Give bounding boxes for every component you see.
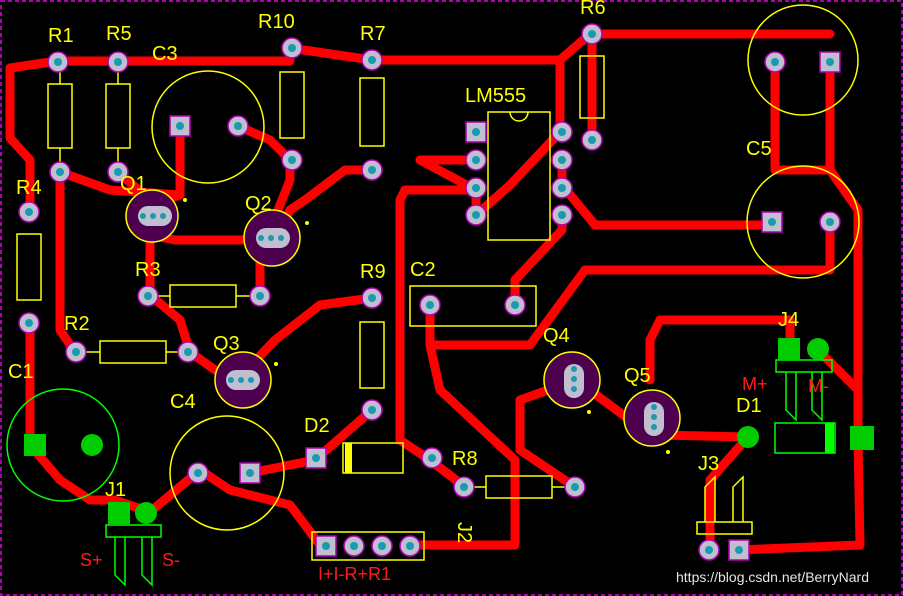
- label-c4: C4: [170, 391, 196, 413]
- label-q3: Q3: [213, 333, 240, 355]
- pads: [18, 23, 874, 561]
- label-m-plus: M+: [742, 374, 768, 394]
- capacitor-c3-outline: [151, 70, 265, 184]
- label-q5: Q5: [624, 365, 651, 387]
- capacitor-c4-outline: [169, 415, 285, 531]
- label-r1: R1: [48, 25, 74, 47]
- label-r8: R8: [452, 448, 478, 470]
- capacitor-c2-outline: [409, 285, 537, 327]
- label-j2: J2: [453, 522, 475, 543]
- header-j2-outline: [311, 531, 425, 561]
- label-r2: R2: [64, 313, 90, 335]
- label-lm555: LM555: [465, 85, 526, 107]
- label-c3: C3: [152, 43, 178, 65]
- label-c5: C5: [746, 138, 772, 160]
- diode-d2: [342, 442, 404, 474]
- label-r3: R3: [135, 259, 161, 281]
- copper-traces: [5, 29, 865, 555]
- resistor-r5: [105, 62, 131, 172]
- header-j3: [696, 475, 753, 535]
- resistor-r6: [579, 55, 605, 119]
- label-q4: Q4: [543, 325, 570, 347]
- label-j2-pins: I+I-R+R1: [318, 564, 391, 584]
- resistor-r1: [47, 62, 73, 172]
- resistor-r2: [78, 340, 188, 364]
- label-s-plus: S+: [80, 550, 103, 570]
- label-s-minus: S-: [162, 550, 180, 570]
- label-r7: R7: [360, 23, 386, 45]
- label-j3: J3: [698, 453, 719, 475]
- label-r4: R4: [16, 177, 42, 199]
- label-d1: D1: [736, 395, 762, 417]
- label-m-minus: M-: [808, 376, 829, 396]
- header-j1: [105, 524, 162, 587]
- ic-lm555: [487, 111, 551, 241]
- capacitor-c5-outline: [746, 165, 860, 279]
- designators: R1 R5 C3 R10 R7 R6 LM555 C5 R4 Q1 Q2 R3 …: [8, 0, 829, 584]
- resistor-r9: [359, 321, 385, 389]
- label-q2: Q2: [245, 193, 272, 215]
- label-r5: R5: [106, 23, 132, 45]
- label-r10: R10: [258, 11, 295, 33]
- resistor-r4: [16, 233, 42, 301]
- label-c1: C1: [8, 361, 34, 383]
- label-q1: Q1: [120, 173, 147, 195]
- capacitor-c1-outline: [6, 388, 120, 502]
- label-j1: J1: [105, 479, 126, 501]
- diode-d1: [774, 422, 836, 454]
- label-r6: R6: [580, 0, 606, 19]
- resistor-r7: [359, 77, 385, 147]
- header-j4: [775, 359, 833, 422]
- label-j4: J4: [778, 309, 799, 331]
- watermark: https://blog.csdn.net/BerryNard: [676, 569, 869, 585]
- capacitor-c5-top-outline: [747, 4, 859, 116]
- label-c2: C2: [410, 259, 436, 281]
- label-d2: D2: [304, 415, 330, 437]
- label-r9: R9: [360, 261, 386, 283]
- resistor-r10: [279, 71, 305, 139]
